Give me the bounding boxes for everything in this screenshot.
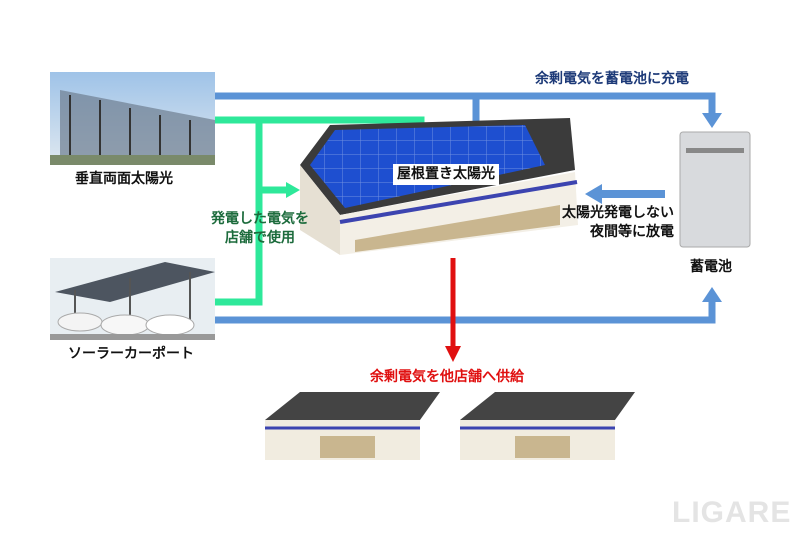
- other-store-2: [460, 392, 635, 460]
- carport-label: ソーラーカーポート: [68, 346, 194, 362]
- other-store-1: [265, 392, 440, 460]
- discharge-label: 太陽光発電しない夜間等に放電: [552, 204, 674, 242]
- use-line-2: 店舗で使用: [225, 230, 295, 246]
- battery-label: 蓄電池: [690, 259, 732, 275]
- discharge-line-2: 夜間等に放電: [590, 224, 674, 240]
- roof-pv-label: 屋根置き太陽光: [393, 164, 499, 185]
- supply-label: 余剰電気を他店舗へ供給: [370, 369, 524, 385]
- watermark: LIGARE: [672, 496, 792, 529]
- battery-unit: [679, 131, 751, 248]
- main-store: [300, 118, 578, 255]
- carport-photo: [50, 258, 215, 340]
- use-in-store-label: 発電した電気を店舗で使用: [205, 210, 315, 248]
- vertical-pv-photo: [50, 72, 215, 165]
- charge-label: 余剰電気を蓄電池に充電: [535, 71, 689, 87]
- discharge-line-1: 太陽光発電しない: [562, 205, 674, 221]
- use-line-1: 発電した電気を: [211, 211, 309, 227]
- vertical-pv-label: 垂直両面太陽光: [75, 171, 173, 187]
